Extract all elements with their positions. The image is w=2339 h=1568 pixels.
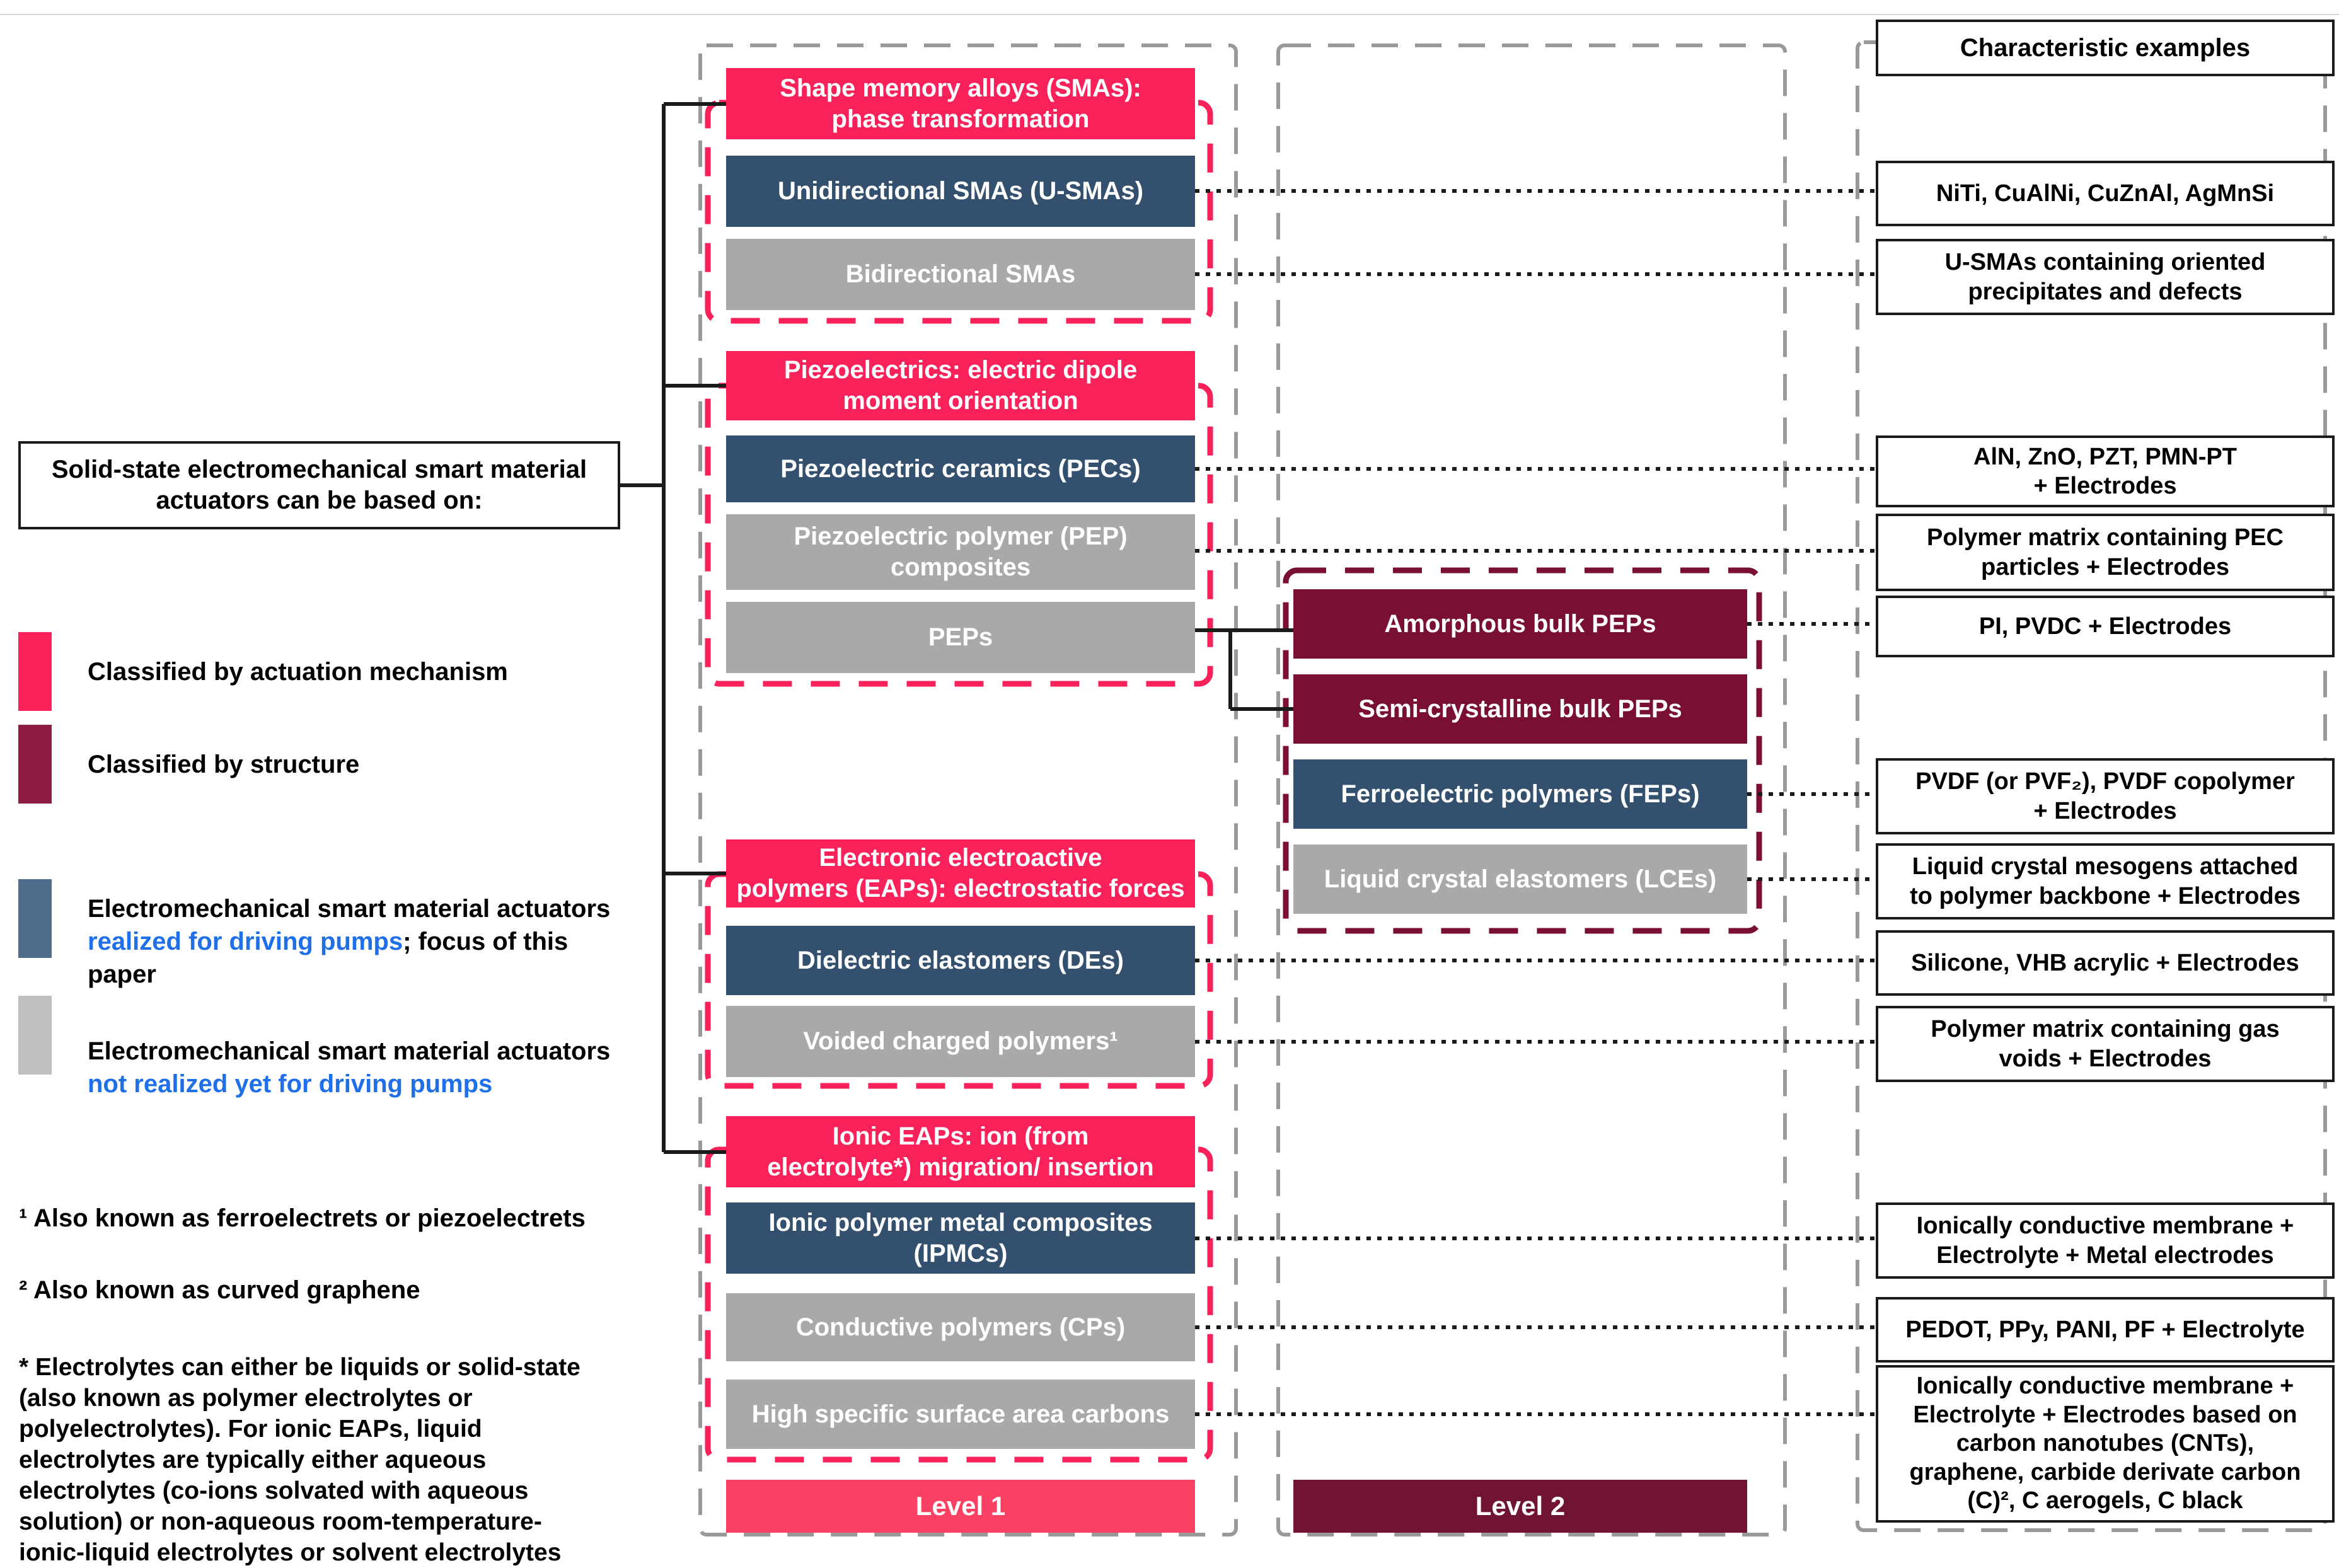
example-aln-zno-label: AlN, ZnO, PZT, PMN-PT + Electrodes [1973,443,2237,499]
example-dotted-connectors [1195,189,1876,1416]
node-ferroelectric-polymers: Ferroelectric polymers (FEPs) [1293,759,1747,829]
node-carbons-label: High specific surface area carbons [751,1400,1170,1428]
footnote-asterisk: * Electrolytes can either be liquids or … [19,1321,706,1568]
example-pedot-label: PEDOT, PPy, PANI, PF + Electrolyte [1905,1316,2305,1343]
legend-text-structure: Classified by structure [88,750,360,778]
legend-text-notrealized-1: Electromechanical smart material actuato… [88,1037,611,1065]
level2-column-frame [1276,43,1787,1536]
legend-text-realized-2: ; focus of this paper [88,928,569,988]
node-liquid-crystal-elastomers: Liquid crystal elastomers (LCEs) [1293,845,1747,914]
node-peps-label: PEPs [928,623,993,652]
node-semicrystalline-bulk-peps: Semi-crystalline bulk PEPs [1293,674,1747,744]
example-pvdf-label: PVDF (or PVF₂), PVDF copolymer + Electro… [1915,768,2295,824]
example-pvdf: PVDF (or PVF₂), PVDF copolymer + Electro… [1876,758,2335,834]
legend-text-actuation: Classified by actuation mechanism [88,657,508,686]
example-membrane-carbons-label: Ionically conductive membrane + Electrol… [1909,1373,2301,1514]
example-polymer-matrix-pec-label: Polymer matrix containing PEC particles … [1927,524,2284,580]
legend-swatch-structure [18,725,52,804]
examples-header-label: Characteristic examples [1960,33,2251,62]
footnote-1-text: ¹ Also known as ferroelectrets or piezoe… [19,1204,586,1232]
node-high-specific-surface-carbons: High specific surface area carbons [726,1380,1195,1449]
legend-label-structure: Classified by structure [88,725,875,804]
node-dielectric-elastomers: Dielectric elastomers (DEs) [726,926,1195,995]
example-gas-voids-label: Polymer matrix containing gas voids + El… [1931,1016,2280,1072]
node-piezoelectrics-header: Piezoelectrics: electric dipole moment o… [726,351,1195,420]
example-gas-voids: Polymer matrix containing gas voids + El… [1876,1006,2335,1082]
example-niti: NiTi, CuAlNi, CuZnAl, AgMnSi [1876,161,2335,226]
node-bidirectional-smas: Bidirectional SMAs [726,239,1195,310]
peps-tree-connector [1195,628,1293,711]
legend-swatch-not-realized [18,996,52,1075]
footnote-2-text: ² Also known as curved graphene [19,1276,420,1304]
node-lces-label: Liquid crystal elastomers (LCEs) [1324,865,1717,893]
node-amorphous-bulk-peps: Amorphous bulk PEPs [1293,589,1747,659]
level1-label: Level 1 [915,1491,1006,1521]
example-niti-label: NiTi, CuAlNi, CuZnAl, AgMnSi [1936,180,2275,207]
root-statement-box: Solid-state electromechanical smart mate… [18,441,620,529]
node-unidirectional-smas-label: Unidirectional SMAs (U-SMAs) [777,177,1144,205]
legend-label-actuation-mechanism: Classified by actuation mechanism [88,632,875,711]
example-membrane-metal-label: Ionically conductive membrane + Electrol… [1916,1213,2294,1269]
node-piezo-header-label: Piezoelectrics: electric dipole moment o… [783,356,1138,415]
legend-label-realized: Electromechanical smart material actuato… [88,856,875,988]
node-peps: PEPs [726,602,1195,673]
example-membrane-carbons: Ionically conductive membrane + Electrol… [1876,1365,2335,1523]
node-pecs-label: Piezoelectric ceramics (PECs) [780,454,1141,483]
node-unidirectional-smas: Unidirectional SMAs (U-SMAs) [726,156,1195,227]
example-polymer-matrix-pec: Polymer matrix containing PEC particles … [1876,514,2335,591]
example-aln-zno: AlN, ZnO, PZT, PMN-PT + Electrodes [1876,435,2335,507]
legend-label-not-realized: Electromechanical smart material actuato… [88,996,875,1098]
node-cps-label: Conductive polymers (CPs) [795,1313,1126,1341]
node-electronic-eaps-header: Electronic electroactive polymers (EAPs)… [726,839,1195,908]
level2-label: Level 2 [1475,1491,1566,1521]
example-lc-mesogens: Liquid crystal mesogens attached to poly… [1876,843,2335,919]
example-pi-pvdc: PI, PVDC + Electrodes [1876,596,2335,657]
example-pedot: PEDOT, PPy, PANI, PF + Electrolyte [1876,1297,2335,1363]
root-statement-label: Solid-state electromechanical smart mate… [51,456,587,514]
footnote-2: ² Also known as curved graphene [19,1243,700,1306]
node-ipmcs-label: Ionic polymer metal composites (IPMCs) [768,1208,1153,1267]
examples-header-box: Characteristic examples [1876,20,2335,76]
node-voided-label: Voided charged polymers¹ [803,1027,1118,1056]
node-ipmcs: Ionic polymer metal composites (IPMCs) [726,1202,1195,1274]
example-silicone-vhb: Silicone, VHB acrylic + Electrodes [1876,930,2335,996]
node-feps-label: Ferroelectric polymers (FEPs) [1341,780,1700,808]
level1-label-box: Level 1 [726,1480,1195,1533]
node-des-label: Dielectric elastomers (DEs) [797,946,1124,974]
figure-top-rule [0,14,2339,15]
level1-column-frame [698,43,1238,1536]
node-electronic-eaps-header-label: Electronic electroactive polymers (EAPs)… [736,844,1185,902]
node-semicrystalline-label: Semi-crystalline bulk PEPs [1358,695,1682,723]
pep-structure-group-frame [1283,567,1762,934]
node-conductive-polymers: Conductive polymers (CPs) [726,1293,1195,1361]
node-pep-composites-label: Piezoelectric polymer (PEP) composites [794,522,1128,581]
legend-text-realized-1: Electromechanical smart material actuato… [88,895,611,923]
node-voided-charged-polymers: Voided charged polymers¹ [726,1006,1195,1077]
node-bidirectional-smas-label: Bidirectional SMAs [845,260,1076,289]
node-shape-memory-alloys-header: Shape memory alloys (SMAs): phase transf… [726,68,1195,139]
node-ionic-eaps-header: Ionic EAPs: ion (from electrolyte*) migr… [726,1116,1195,1187]
legend-swatch-realized [18,879,52,958]
footnote-1: ¹ Also known as ferroelectrets or piezoe… [19,1171,700,1234]
example-pi-pvdc-label: PI, PVDC + Electrodes [1978,613,2232,640]
node-ionic-eaps-header-label: Ionic EAPs: ion (from electrolyte*) migr… [767,1122,1154,1181]
root-tree-connector [620,102,726,1154]
example-lc-mesogens-label: Liquid crystal mesogens attached to poly… [1910,853,2301,909]
legend-text-realized-blue: realized for driving pumps [88,928,403,955]
footnote-asterisk-text: * Electrolytes can either be liquids or … [19,1354,580,1566]
level2-label-box: Level 2 [1293,1480,1747,1533]
example-membrane-metal: Ionically conductive membrane + Electrol… [1876,1202,2335,1279]
example-silicone-vhb-label: Silicone, VHB acrylic + Electrodes [1911,949,2299,976]
legend-text-notrealized-blue: not realized yet for driving pumps [88,1070,493,1098]
example-usmas-precipitates-label: U-SMAs containing oriented precipitates … [1944,249,2266,305]
node-piezoelectric-ceramics: Piezoelectric ceramics (PECs) [726,435,1195,502]
example-usmas-precipitates: U-SMAs containing oriented precipitates … [1876,239,2335,315]
node-sma-header-label: Shape memory alloys (SMAs): phase transf… [780,74,1141,133]
legend-swatch-actuation-mechanism [18,632,52,711]
node-amorphous-label: Amorphous bulk PEPs [1384,609,1656,638]
node-pep-composites: Piezoelectric polymer (PEP) composites [726,514,1195,590]
